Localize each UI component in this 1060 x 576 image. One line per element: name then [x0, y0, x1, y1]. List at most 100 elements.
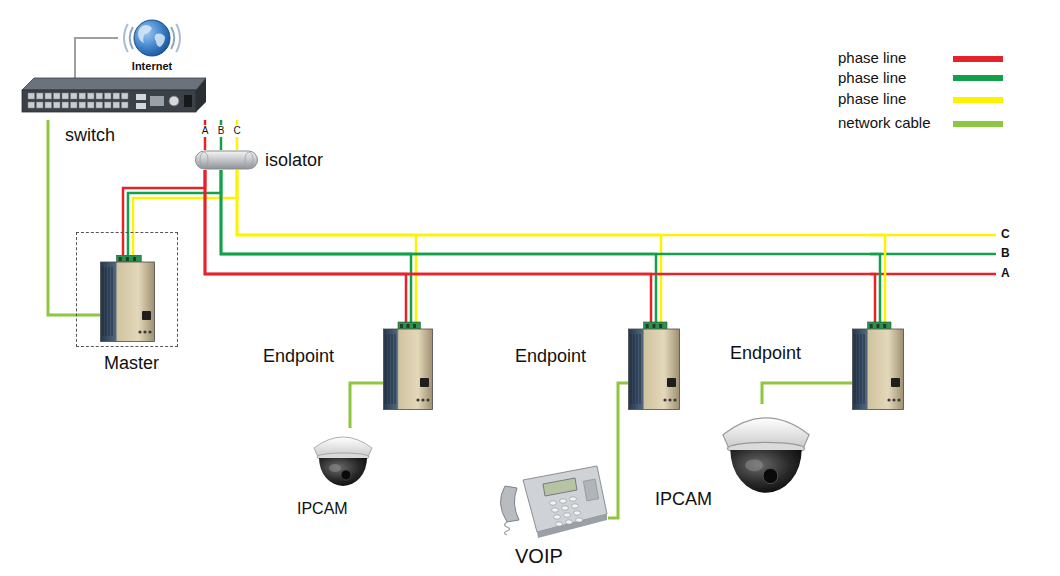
connector-line — [237, 170, 661, 322]
node-art-part — [384, 329, 433, 410]
node-art-part — [730, 450, 801, 493]
node-art-part — [646, 324, 649, 328]
node-art — [20, 76, 208, 120]
device-art-part — [133, 257, 136, 261]
node-art-part — [45, 102, 52, 108]
device-node: isolator — [195, 150, 258, 170]
node-art-part — [392, 334, 393, 404]
connector-line — [350, 383, 383, 428]
node-art-part — [673, 398, 676, 401]
node-art-part — [556, 522, 563, 526]
node-art-part — [537, 514, 607, 538]
node-art-part — [79, 102, 86, 108]
device-node: IPCAM — [714, 398, 818, 502]
node-art-part — [169, 96, 179, 106]
bus-extension — [870, 235, 996, 274]
node-art-part — [96, 102, 103, 108]
node-art-part — [113, 93, 120, 99]
node-art-part — [426, 398, 429, 401]
node-art — [383, 322, 433, 410]
connector-line — [128, 170, 221, 255]
node-art-part — [891, 378, 900, 387]
node-art-part — [196, 151, 258, 169]
node-art-part — [570, 497, 577, 501]
node-art-part — [745, 459, 763, 471]
node-label: Master — [104, 353, 159, 374]
node-art-part — [138, 25, 152, 43]
node-label: VOIP — [515, 545, 563, 568]
legend-swatch — [953, 75, 1003, 81]
node-art-part — [386, 334, 387, 404]
node-art-part — [71, 102, 78, 108]
node-art-part — [155, 33, 166, 47]
node-art-part — [634, 334, 635, 404]
node-art-part — [897, 398, 900, 401]
node-art-part — [562, 506, 569, 510]
node-art-part — [861, 334, 862, 404]
node-art-part — [631, 334, 632, 404]
node-label: switch — [65, 125, 115, 146]
node-art-part — [663, 398, 666, 401]
node-art-part — [88, 93, 95, 99]
node-art-part — [122, 102, 129, 108]
device-art-part — [112, 267, 113, 336]
legend-text: phase line — [838, 69, 906, 86]
connector-line — [205, 170, 651, 322]
node-art-part — [652, 324, 655, 328]
node-art-part — [122, 93, 129, 99]
node-art-part — [505, 522, 510, 535]
node-art-part — [870, 324, 873, 328]
node-art-part — [667, 378, 676, 387]
connector-line — [205, 170, 406, 322]
device-node: Endpoint — [383, 322, 433, 410]
connector-line — [75, 38, 118, 80]
node-art-part — [407, 324, 410, 328]
node-art-part — [389, 334, 390, 404]
node-art-part — [28, 93, 35, 99]
node-art-part — [96, 93, 103, 99]
device-art-part — [143, 330, 146, 333]
connector-line — [123, 170, 205, 255]
connector — [350, 383, 383, 428]
bus-tag: C — [1001, 228, 1010, 242]
connector — [205, 170, 885, 322]
connector-line — [237, 170, 416, 322]
node-art-part — [395, 334, 396, 404]
device-node: Endpoint — [852, 322, 904, 410]
device-art-part — [103, 267, 104, 336]
node-art — [195, 150, 258, 170]
node-art-part — [319, 458, 367, 486]
node-art-part — [171, 27, 174, 49]
node-art-part — [37, 102, 44, 108]
node-art-part — [763, 468, 778, 483]
node-art-part — [79, 93, 86, 99]
node-art-part — [883, 324, 886, 328]
node-art-part — [572, 504, 579, 508]
node-label: Internet — [132, 60, 172, 73]
device-art-part — [109, 267, 110, 336]
connector-line — [608, 383, 628, 518]
node-art-part — [124, 24, 128, 52]
device-art-part — [138, 330, 141, 333]
legend-swatch — [953, 121, 1003, 127]
connector — [75, 38, 118, 80]
node-label: Endpoint — [730, 343, 801, 364]
connector-line — [221, 170, 880, 322]
node-label: IPCAM — [655, 489, 712, 510]
node-art-part — [550, 501, 557, 505]
bus-tag: B — [1001, 247, 1010, 261]
phase-a-line — [870, 273, 996, 276]
connector-line — [48, 120, 100, 315]
node-art-part — [22, 78, 206, 90]
device-node: IPCAM — [308, 424, 378, 492]
node-art-part — [341, 470, 351, 480]
legend-text: network cable — [838, 114, 931, 131]
phase-tag: B — [217, 125, 226, 137]
master-group: Master — [76, 232, 178, 347]
device-art-part — [142, 311, 151, 320]
node-art-part — [400, 324, 403, 328]
node-art-part — [71, 93, 78, 99]
node-art-part — [887, 398, 890, 401]
node-art-part — [184, 95, 192, 107]
node-art — [308, 424, 378, 492]
